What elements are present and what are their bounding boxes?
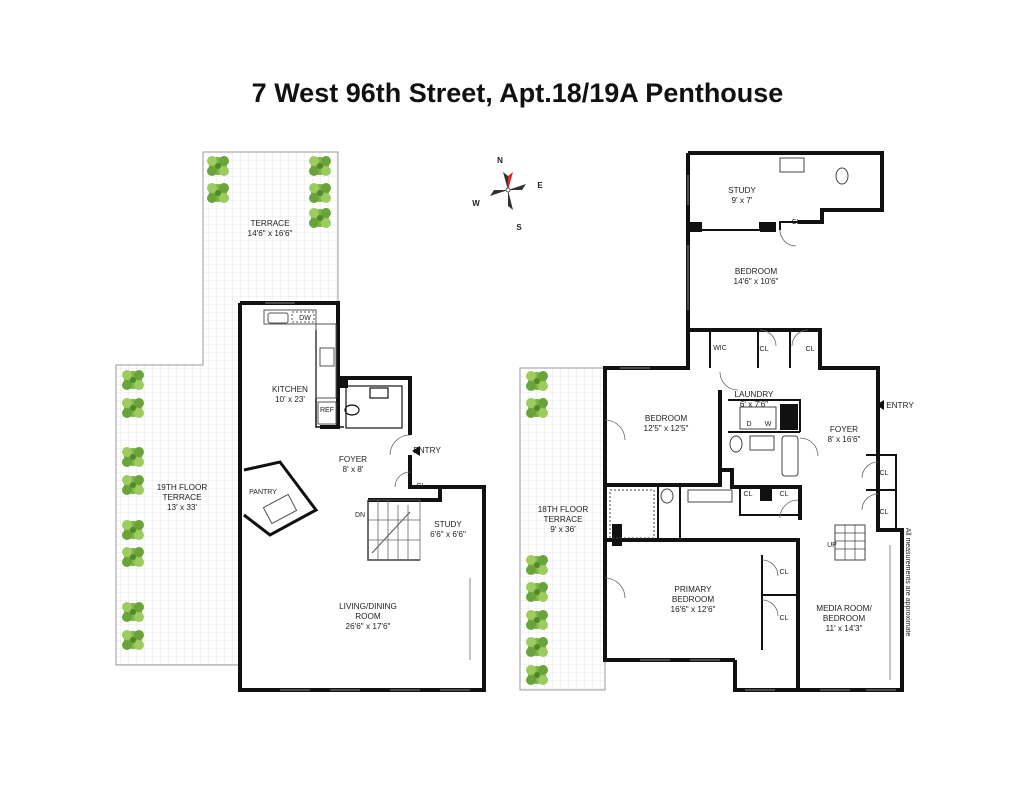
upper-windows bbox=[265, 302, 471, 691]
upper-foyer-label: FOYER bbox=[339, 455, 367, 464]
primary-size: 16'6" x 12'6" bbox=[671, 605, 716, 614]
upper-entry-label: ENTRY bbox=[413, 446, 441, 455]
pantry-walls bbox=[243, 460, 319, 537]
cl-b-label: CL bbox=[806, 346, 815, 353]
plan-title: 7 West 96th Street, Apt.18/19A Penthouse bbox=[251, 78, 784, 108]
upper-entry-arrow-icon bbox=[412, 446, 420, 456]
upper-foyer-size: 8' x 8' bbox=[343, 465, 364, 474]
bedroom-top-label: BEDROOM bbox=[735, 267, 777, 276]
cl-e-label: CL bbox=[880, 470, 889, 477]
cl-d-label: CL bbox=[780, 491, 789, 498]
compass-s: S bbox=[516, 223, 522, 232]
lower-windows bbox=[620, 175, 896, 691]
bedroom-label: BEDROOM bbox=[645, 414, 687, 423]
upper-study-size: 6'6" x 6'6" bbox=[430, 530, 466, 539]
measurement-note: All measurements are approximate bbox=[904, 528, 911, 637]
lower-entry-arrow-icon bbox=[876, 400, 884, 410]
upper-stairs bbox=[367, 499, 421, 561]
upper-cl-label: CL bbox=[417, 483, 426, 490]
compass-e: E bbox=[537, 181, 543, 190]
cl-h-label: CL bbox=[780, 615, 789, 622]
cl-a-label: CL bbox=[760, 346, 769, 353]
dn-label: DN bbox=[355, 512, 365, 519]
living-size: 26'6" x 17'6" bbox=[346, 622, 391, 631]
wic-label: WIC bbox=[713, 345, 727, 352]
terrace18-label: 18TH FLOOR bbox=[538, 505, 589, 514]
lower-fixtures bbox=[609, 157, 866, 561]
living-label2: ROOM bbox=[355, 612, 381, 621]
cl-f-label: CL bbox=[880, 509, 889, 516]
terrace19-label: 19TH FLOOR bbox=[157, 483, 208, 492]
ref-label: REF bbox=[320, 407, 334, 414]
terrace-size: 14'6" x 16'6" bbox=[248, 229, 293, 238]
bedroom-size: 12'5" x 12'5" bbox=[644, 424, 689, 433]
cl-top-label: CL bbox=[792, 219, 801, 226]
dryer-label: D bbox=[746, 421, 751, 428]
washer-label: W bbox=[765, 421, 772, 428]
bedroom-top-size: 14'6" x 10'6" bbox=[734, 277, 779, 286]
terrace-19th-floor bbox=[115, 151, 339, 666]
laundry-size: 6' x 7'6" bbox=[740, 400, 768, 409]
lower-study-label: STUDY bbox=[728, 186, 756, 195]
compass-w: W bbox=[472, 199, 480, 208]
compass-n: N bbox=[497, 156, 503, 165]
lower-doors bbox=[604, 229, 879, 617]
terrace19-label2: TERRACE bbox=[162, 493, 202, 502]
cl-c-label: CL bbox=[744, 491, 753, 498]
primary-label: PRIMARY bbox=[674, 585, 712, 594]
laundry-label: LAUNDRY bbox=[735, 390, 775, 399]
kitchen-label: KITCHEN bbox=[272, 385, 308, 394]
kitchen-size: 10' x 23' bbox=[275, 395, 305, 404]
dw-label: DW bbox=[299, 315, 311, 322]
terrace18-label2: TERRACE bbox=[543, 515, 583, 524]
upper-floor-walls bbox=[238, 301, 486, 692]
lower-study-size: 9' x 7' bbox=[732, 196, 753, 205]
media-size: 11' x 14'3" bbox=[826, 624, 863, 633]
up-label: UP bbox=[827, 542, 837, 549]
lower-foyer-label: FOYER bbox=[830, 425, 858, 434]
media-label: MEDIA ROOM/ bbox=[816, 604, 872, 613]
terrace19-size: 13' x 33' bbox=[167, 503, 197, 512]
pantry-label: PANTRY bbox=[249, 489, 277, 496]
lower-foyer-size: 8' x 16'6" bbox=[828, 435, 861, 444]
terrace-label: TERRACE bbox=[250, 219, 290, 228]
living-label: LIVING/DINING bbox=[339, 602, 397, 611]
compass-icon: N E S W bbox=[472, 156, 543, 232]
cl-g-label: CL bbox=[780, 569, 789, 576]
lower-entry-label: ENTRY bbox=[886, 401, 914, 410]
terrace18-size: 9' x 36' bbox=[550, 525, 576, 534]
upper-powder-room bbox=[344, 385, 403, 429]
media-label2: BEDROOM bbox=[823, 614, 865, 623]
upper-study-label: STUDY bbox=[434, 520, 462, 529]
upper-doors bbox=[389, 434, 411, 488]
kitchen-counters bbox=[263, 309, 337, 425]
primary-label2: BEDROOM bbox=[672, 595, 714, 604]
lower-blocks bbox=[612, 222, 798, 546]
terrace-18th-floor bbox=[519, 367, 606, 691]
